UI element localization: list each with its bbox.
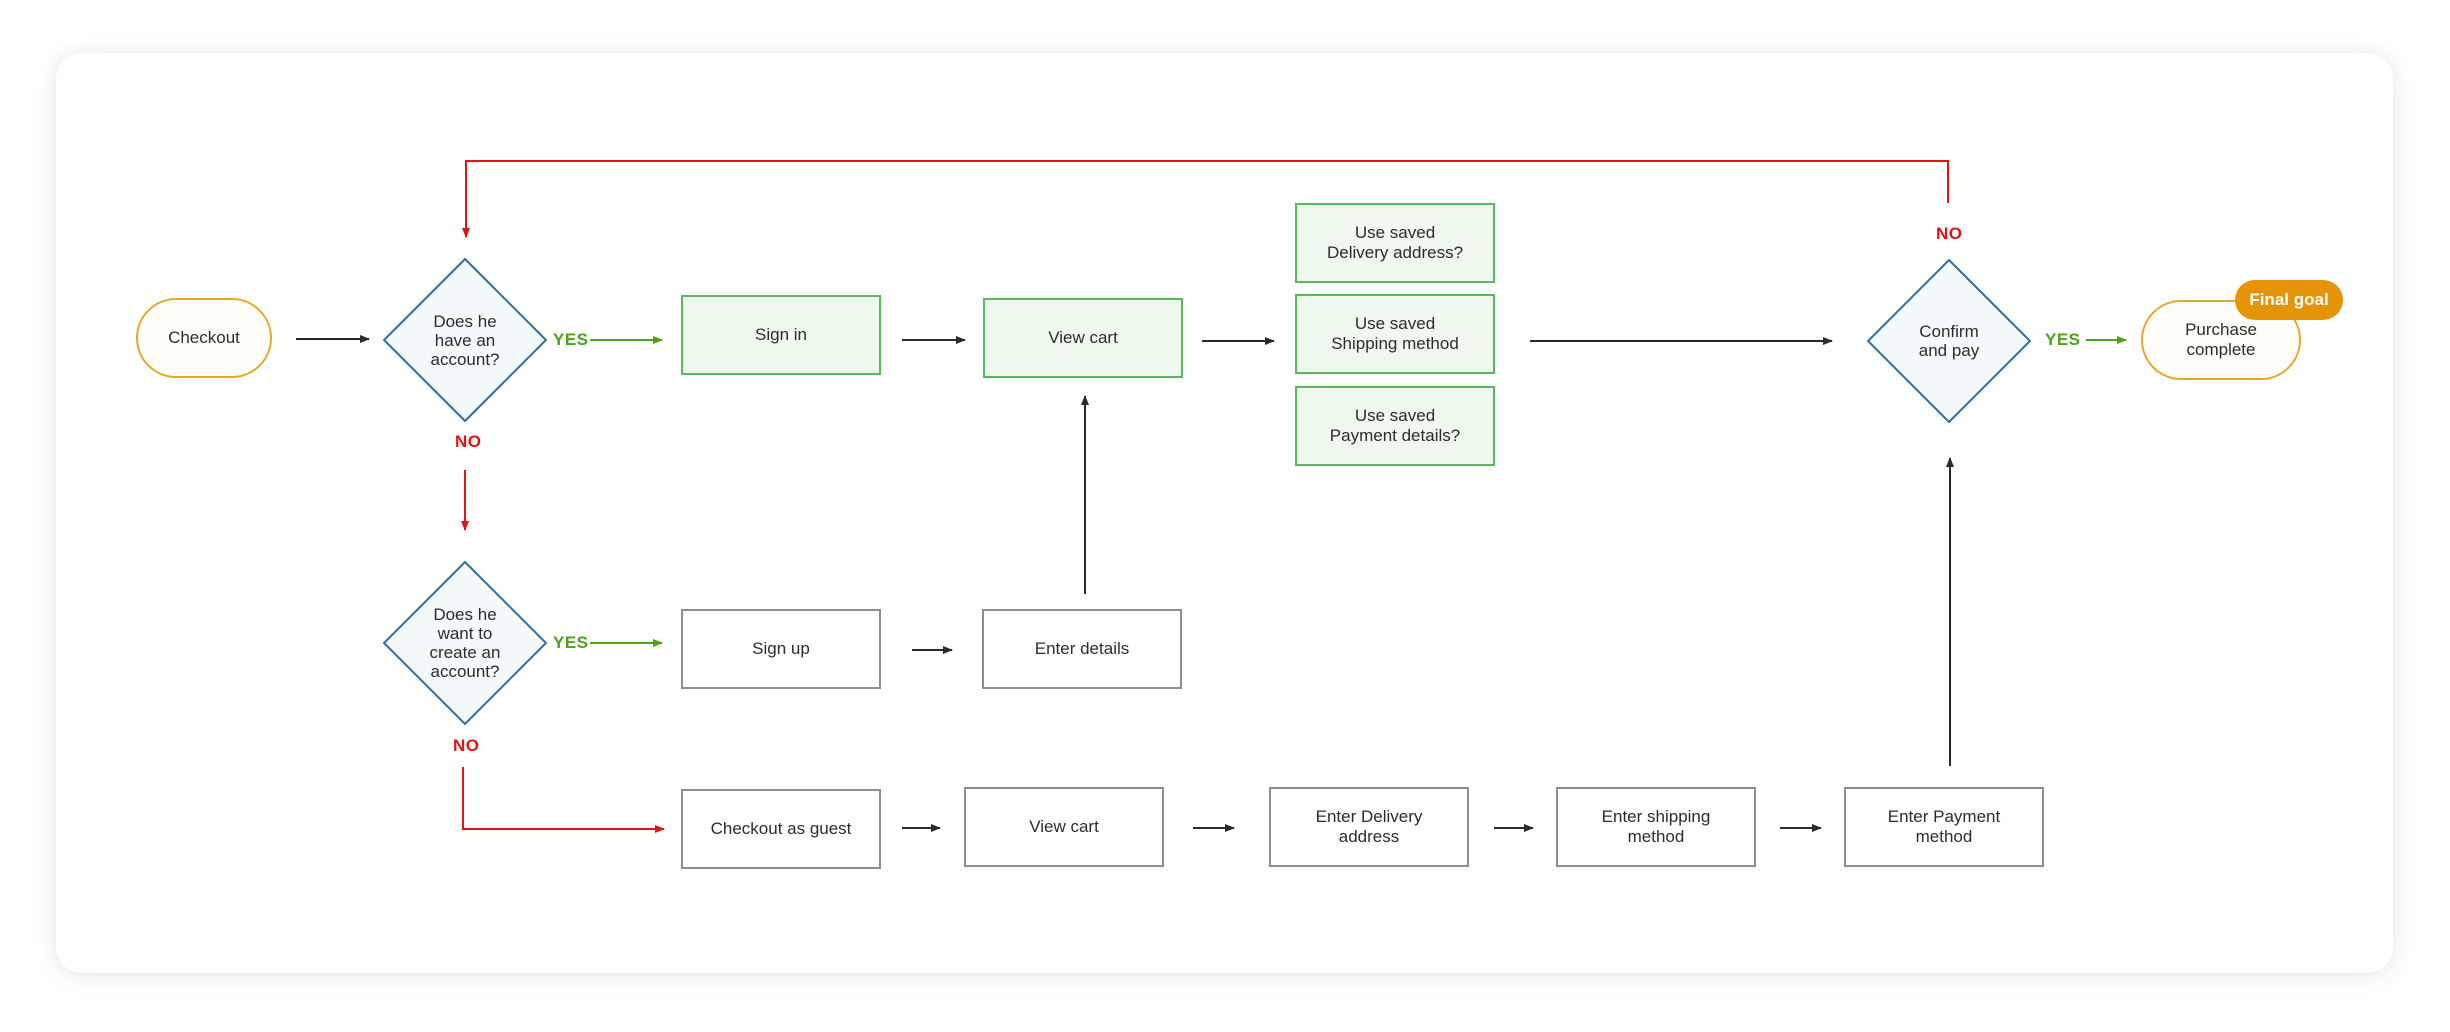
yes-label-create: YES: [553, 633, 589, 652]
checkout-guest-node: Checkout as guest: [681, 789, 881, 869]
decision-diamond-shape: [383, 561, 547, 725]
has-account-decision: Does he have an account?: [383, 258, 547, 422]
checkout-start-node: Checkout: [136, 298, 272, 378]
no-label-confirm: NO: [1936, 224, 1963, 243]
enter-delivery-label: Enter Delivery address: [1315, 807, 1423, 846]
use-saved-payment-node: Use saved Payment details?: [1295, 386, 1495, 466]
no-label-account: NO: [455, 432, 482, 451]
enter-payment-node: Enter Payment method: [1844, 787, 2044, 867]
yes-label-confirm: YES: [2045, 330, 2081, 349]
use-saved-shipping-label: Use saved Shipping method: [1331, 314, 1459, 353]
decision-diamond-shape: [1867, 259, 2031, 423]
sign-in-label: Sign in: [755, 325, 807, 344]
yes-label-account: YES: [553, 330, 589, 349]
enter-shipping-node: Enter shipping method: [1556, 787, 1756, 867]
confirm-pay-label: Confirm and pay: [1918, 322, 1980, 360]
create-account-label: Does he want to create an account?: [429, 605, 501, 681]
enter-payment-label: Enter Payment method: [1887, 807, 2001, 846]
view-cart-top-label: View cart: [1048, 328, 1118, 347]
purchase-complete-label: Purchase complete: [2185, 320, 2257, 359]
arrow-no-to-guest: [462, 767, 665, 833]
enter-details-label: Enter details: [1034, 639, 1130, 658]
enter-shipping-label: Enter shipping method: [1601, 807, 1711, 846]
sign-in-node: Sign in: [681, 295, 881, 375]
view-cart-top-node: View cart: [983, 298, 1183, 378]
view-cart-bottom-label: View cart: [1029, 817, 1099, 836]
use-saved-delivery-label: Use saved Delivery address?: [1326, 223, 1464, 262]
use-saved-payment-label: Use saved Payment details?: [1329, 406, 1461, 445]
has-account-label: Does he have an account?: [430, 311, 500, 369]
final-goal-badge: Final goal: [2235, 280, 2343, 320]
sign-up-label: Sign up: [752, 639, 810, 658]
checkout-start-label: Checkout: [168, 328, 240, 347]
checkout-guest-label: Checkout as guest: [710, 819, 852, 838]
purchase-complete-node: Purchase complete: [2141, 300, 2301, 380]
create-account-decision: Does he want to create an account?: [383, 561, 547, 725]
confirm-pay-decision: Confirm and pay: [1867, 259, 2031, 423]
use-saved-delivery-node: Use saved Delivery address?: [1295, 203, 1495, 283]
sign-up-node: Sign up: [681, 609, 881, 689]
arrow-no-confirm-loop: [462, 160, 1949, 238]
enter-delivery-node: Enter Delivery address: [1269, 787, 1469, 867]
use-saved-shipping-node: Use saved Shipping method: [1295, 294, 1495, 374]
view-cart-bottom-node: View cart: [964, 787, 1164, 867]
enter-details-node: Enter details: [982, 609, 1182, 689]
no-label-create: NO: [453, 736, 480, 755]
decision-diamond-shape: [383, 258, 547, 422]
